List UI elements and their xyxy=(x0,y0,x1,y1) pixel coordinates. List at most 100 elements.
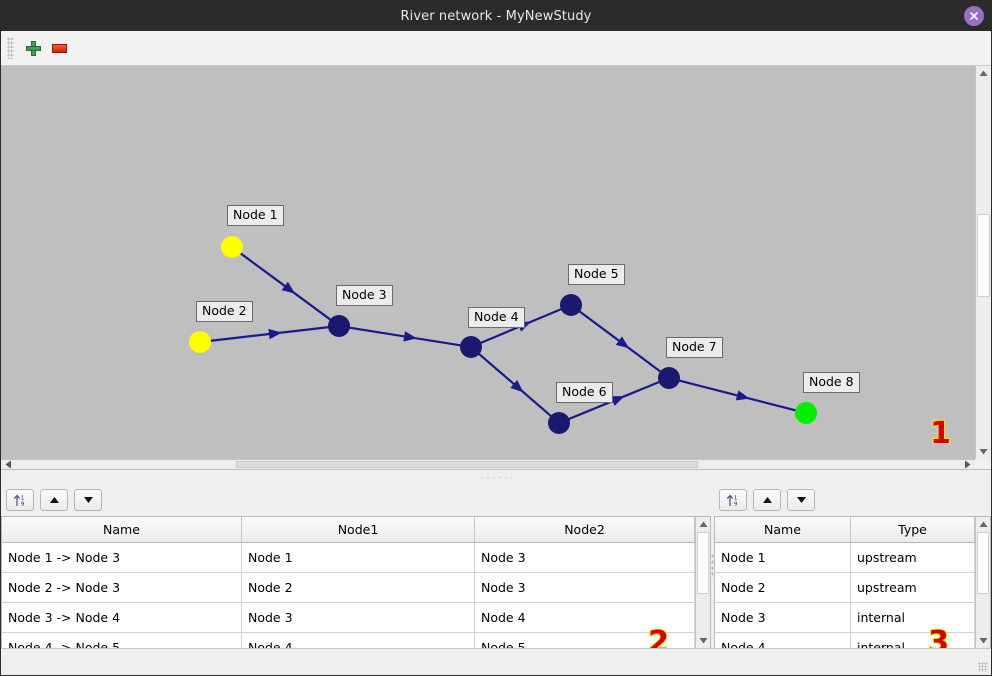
table-cell[interactable]: Node 2 -> Node 3 xyxy=(2,572,242,603)
triangle-left-icon xyxy=(5,460,11,469)
reaches-vscroll-track[interactable] xyxy=(696,532,710,633)
network-graph-canvas[interactable]: Node 1 Node 2 Node 3 Node 4 Node 5 Node 6 Node… xyxy=(1,66,975,459)
table-cell[interactable]: Node 3 xyxy=(474,572,695,603)
nodes-scroll-up-button[interactable] xyxy=(976,517,990,532)
reaches-vertical-scrollbar[interactable] xyxy=(695,517,710,648)
table-cell[interactable]: Node 3 xyxy=(241,602,475,633)
table-cell[interactable]: Node 5 xyxy=(474,632,695,648)
reaches-sort-button[interactable]: 1 9 xyxy=(6,489,34,511)
graph-node[interactable] xyxy=(795,402,817,424)
graph-node-label[interactable]: Node 4 xyxy=(468,307,525,328)
graph-node[interactable] xyxy=(221,236,243,258)
plus-icon xyxy=(25,40,41,56)
reaches-scroll-up-button[interactable] xyxy=(696,517,710,532)
nodes-vertical-scrollbar[interactable] xyxy=(975,517,990,648)
table-cell[interactable]: Node 1 xyxy=(241,542,475,573)
table-cell[interactable]: Node 4 xyxy=(715,632,851,648)
column-header[interactable]: Name xyxy=(2,517,242,543)
graph-node-label[interactable]: Node 3 xyxy=(336,285,393,306)
column-header[interactable]: Name xyxy=(715,517,851,543)
table-cell[interactable]: Node 4 xyxy=(474,602,695,633)
horizontal-splitter[interactable] xyxy=(1,469,991,484)
graph-vscroll-thumb[interactable] xyxy=(977,214,990,297)
nodes-toolbar: 1 9 xyxy=(714,484,991,516)
table-cell[interactable]: Node 3 xyxy=(474,542,695,573)
svg-text:9: 9 xyxy=(734,502,737,508)
scroll-down-button[interactable] xyxy=(976,444,991,459)
reaches-move-down-button[interactable] xyxy=(74,489,102,511)
add-element-button[interactable] xyxy=(20,35,46,61)
graph-vscroll-track[interactable] xyxy=(976,81,991,444)
nodes-vscroll-thumb[interactable] xyxy=(977,532,989,594)
graph-node[interactable] xyxy=(328,315,350,337)
graph-edge-arrowhead xyxy=(615,336,630,349)
graph-node-label[interactable]: Node 1 xyxy=(227,205,284,226)
reaches-vscroll-thumb[interactable] xyxy=(697,532,709,594)
graph-node[interactable] xyxy=(560,294,582,316)
graph-horizontal-scrollbar[interactable] xyxy=(1,459,975,469)
nodes-move-up-button[interactable] xyxy=(753,489,781,511)
table-cell[interactable]: Node 4 xyxy=(241,632,475,648)
svg-text:1: 1 xyxy=(21,495,24,501)
nodes-sort-button[interactable]: 1 9 xyxy=(719,489,747,511)
graph-vertical-scrollbar[interactable] xyxy=(975,66,991,459)
toolbar-drag-handle[interactable] xyxy=(7,37,14,59)
column-header[interactable]: Node2 xyxy=(474,517,695,543)
nodes-move-down-button[interactable] xyxy=(787,489,815,511)
vertical-splitter[interactable] xyxy=(711,484,714,648)
window-resize-grip[interactable] xyxy=(978,662,988,672)
graph-node-label[interactable]: Node 8 xyxy=(803,372,860,393)
nodes-vscroll-track[interactable] xyxy=(976,532,990,633)
scroll-right-button[interactable] xyxy=(960,460,975,469)
table-cell[interactable]: internal xyxy=(850,602,975,633)
graph-edge-arrowhead xyxy=(268,328,282,340)
triangle-right-icon xyxy=(965,460,971,469)
table-cell[interactable]: Node 2 xyxy=(715,572,851,603)
scroll-up-button[interactable] xyxy=(976,66,991,81)
table-cell[interactable]: upstream xyxy=(850,572,975,603)
table-cell[interactable]: Node 2 xyxy=(241,572,475,603)
close-button[interactable] xyxy=(964,6,984,26)
table-cell[interactable]: Node 3 xyxy=(715,602,851,633)
graph-node-label[interactable]: Node 2 xyxy=(196,301,253,322)
graph-node[interactable] xyxy=(189,331,211,353)
column-header[interactable]: Type xyxy=(850,517,975,543)
table-cell[interactable]: Node 3 -> Node 4 xyxy=(2,602,242,633)
table-cell[interactable]: internal xyxy=(850,632,975,648)
graph-node-label[interactable]: Node 7 xyxy=(666,337,723,358)
graph-node-label[interactable]: Node 5 xyxy=(568,264,625,285)
graph-node[interactable] xyxy=(460,336,482,358)
reaches-scroll-down-button[interactable] xyxy=(696,633,710,648)
graph-node[interactable] xyxy=(548,412,570,434)
scroll-left-button[interactable] xyxy=(1,460,16,469)
table-cell[interactable]: Node 1 xyxy=(715,542,851,573)
triangle-down-icon xyxy=(979,638,987,644)
graph-hscroll-thumb[interactable] xyxy=(236,461,698,468)
table-cell[interactable]: upstream xyxy=(850,542,975,573)
reaches-move-up-button[interactable] xyxy=(40,489,68,511)
graph-node-label[interactable]: Node 6 xyxy=(556,382,613,403)
table-cell[interactable]: Node 4 -> Node 5 xyxy=(2,632,242,648)
graph-node[interactable] xyxy=(658,367,680,389)
remove-element-button[interactable] xyxy=(46,35,72,61)
column-header[interactable]: Node1 xyxy=(241,517,475,543)
nodes-scroll-down-button[interactable] xyxy=(976,633,990,648)
table-cell[interactable]: Node 1 -> Node 3 xyxy=(2,542,242,573)
graph-hscroll-track[interactable] xyxy=(16,460,960,469)
